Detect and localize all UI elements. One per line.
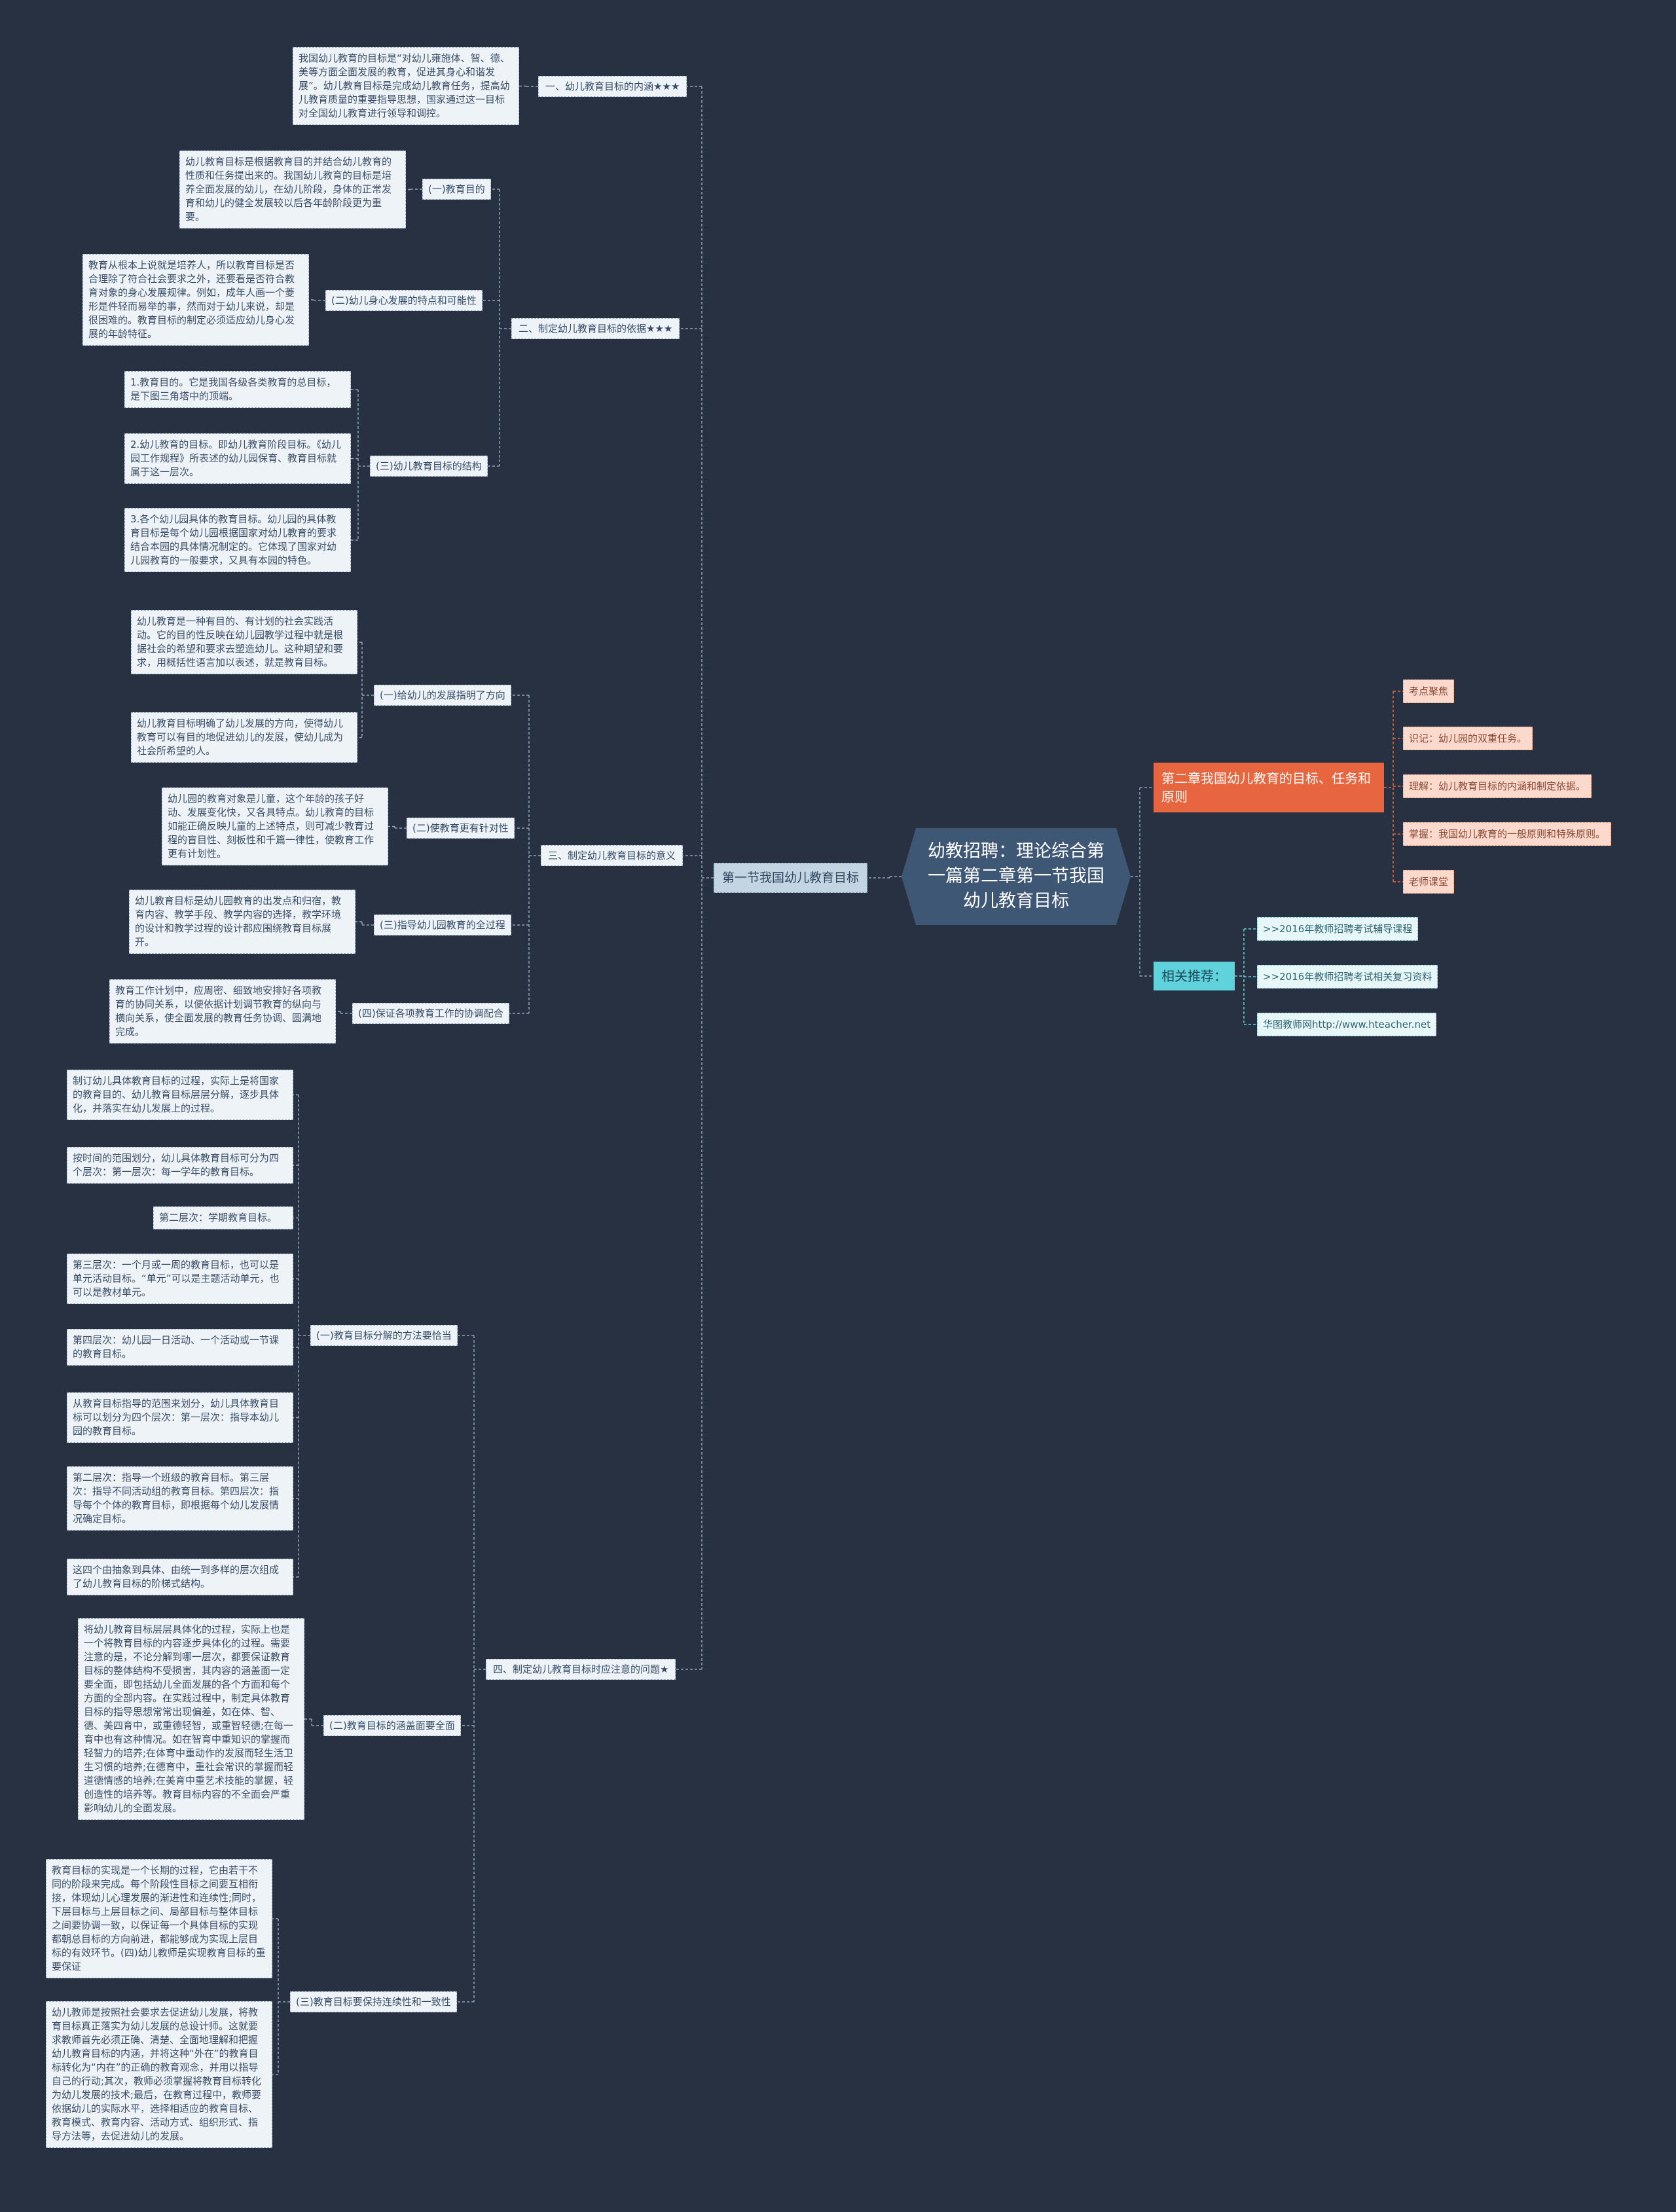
related-link[interactable]: 华图教师网http://www.hteacher.net [1257,1013,1437,1036]
related-link[interactable]: >>2016年教师招聘考试相关复习资料 [1257,965,1438,988]
text-note: 第四层次：幼儿园一日活动、一个活动或一节课的教育目标。 [67,1329,293,1366]
section-node-1[interactable]: 一、幼儿教育目标的内涵★★★ [538,76,687,97]
central-topic[interactable]: 幼教招聘：理论综合第一篇第二章第一节我国幼儿教育目标 [902,828,1131,925]
subsection-node[interactable]: (三)教育目标要保持连续性和一致性 [290,1991,457,2012]
subsection-node[interactable]: (二)教育目标的涵盖面要全面 [323,1715,461,1736]
section-node-3[interactable]: 三、制定幼儿教育目标的意义 [541,845,683,866]
subsection-node[interactable]: (四)保证各项教育工作的协调配合 [352,1003,509,1024]
subsection-node[interactable]: (一)教育目标分解的方法要恰当 [310,1325,458,1346]
text-note: 这四个由抽象到具体、由统一到多样的层次组成了幼儿教育目标的阶梯式结构。 [67,1559,293,1595]
subsection-node[interactable]: (三)幼儿教育目标的结构 [370,456,488,477]
chapter-item[interactable]: 考点聚焦 [1403,680,1455,703]
text-note: 幼儿园的教育对象是儿童，这个年龄的孩子好动、发展变化快，又各具特点。幼儿教育的目… [162,788,388,865]
section-node-4[interactable]: 四、制定幼儿教育目标时应注意的问题★ [486,1659,676,1680]
text-note: 将幼儿教育目标层层具体化的过程，实际上也是一个将教育目标的内容逐步具体化的过程。… [78,1618,304,1820]
section-node-2[interactable]: 二、制定幼儿教育目标的依据★★★ [511,318,680,339]
text-note: 2.幼儿教育的目标。即幼儿教育阶段目标。《幼儿园工作规程》所表述的幼儿园保育、教… [124,433,351,484]
central-topic-label: 幼教招聘：理论综合第一篇第二章第一节我国幼儿教育目标 [928,841,1104,911]
chapter-item[interactable]: 老师课堂 [1403,870,1455,894]
chapter-item[interactable]: 理解：幼儿教育目标的内涵和制定依据。 [1403,774,1592,798]
chapter-node[interactable]: 第二章我国幼儿教育的目标、任务和原则 [1154,763,1384,812]
text-note: 教育目标的实现是一个长期的过程，它由若干不同的阶段来完成。每个阶段性目标之间要互… [46,1859,272,1978]
text-note: 第二层次：指导一个班级的教育目标。第三层次：指导不同活动组的教育目标。第四层次：… [67,1466,293,1531]
text-note: 幼儿教师是按照社会要求去促进幼儿发展，将教育目标真正落实为幼儿发展的总设计师。这… [46,2001,272,2148]
chapter-item[interactable]: 掌握：我国幼儿教育的一般原则和特殊原则。 [1403,822,1612,846]
text-note: 第二层次：学期教育目标。 [153,1206,293,1229]
text-note: 幼儿教育目标明确了幼儿发展的方向，使得幼儿教育可以有目的地促进幼儿的发展，使幼儿… [131,712,357,763]
text-note: 1.教育目的。它是我国各级各类教育的总目标，是下图三角塔中的顶端。 [124,371,351,408]
subsection-node[interactable]: (一)给幼儿的发展指明了方向 [374,685,511,706]
text-note: 幼儿教育目标是幼儿园教育的出发点和归宿，教育内容、教学手段、教学内容的选择，教学… [129,890,355,954]
text-note: 3.各个幼儿园具体的教育目标。幼儿园的具体教育目标是每个幼儿园根据国家对幼儿教育… [124,508,351,572]
text-note: 从教育目标指导的范围来划分，幼儿具体教育目标可以划分为四个层次：第一层次：指导本… [67,1392,293,1443]
text-note: 按时间的范围划分，幼儿具体教育目标可分为四个层次：第一层次：每一学年的教育目标。 [67,1147,293,1184]
text-note: 教育工作计划中，应周密、细致地安排好各项教育的协同关系，以便依据计划调节教育的纵… [109,979,336,1043]
text-note: 幼儿教育目标是根据教育目的并结合幼儿教育的性质和任务提出来的。我国幼儿教育的目标… [179,151,406,228]
subsection-node[interactable]: (一)教育目的 [422,179,491,200]
subsection-node[interactable]: (二)使教育更有针对性 [407,818,515,839]
chapter-item[interactable]: 识记：幼儿园的双重任务。 [1403,727,1533,750]
text-note: 幼儿教育是一种有目的、有计划的社会实践活动。它的目的性反映在幼儿园教学过程中就是… [131,610,357,674]
text-note: 教育从根本上说就是培养人，所以教育目标是否合理除了符合社会要求之外，还要看是否符… [82,254,309,346]
subsection-node[interactable]: (二)幼儿身心发展的特点和可能性 [325,290,483,311]
related-node[interactable]: 相关推荐： [1154,962,1235,990]
related-link[interactable]: >>2016年教师招聘考试辅导课程 [1257,917,1419,941]
subsection-node[interactable]: (三)指导幼儿园教育的全过程 [374,915,511,935]
text-note: 我国幼儿教育的目标是“对幼儿雍施体、智、德、美等方面全面发展的教育，促进其身心和… [293,47,519,125]
section-node-first[interactable]: 第一节我国幼儿教育目标 [714,863,868,893]
text-note: 第三层次：一个月或一周的教育目标，也可以是单元活动目标。“单元”可以是主题活动单… [67,1254,293,1304]
text-note: 制订幼儿具体教育目标的过程，实际上是将国家的教育目的、幼儿教育目标层层分解，逐步… [67,1070,293,1120]
